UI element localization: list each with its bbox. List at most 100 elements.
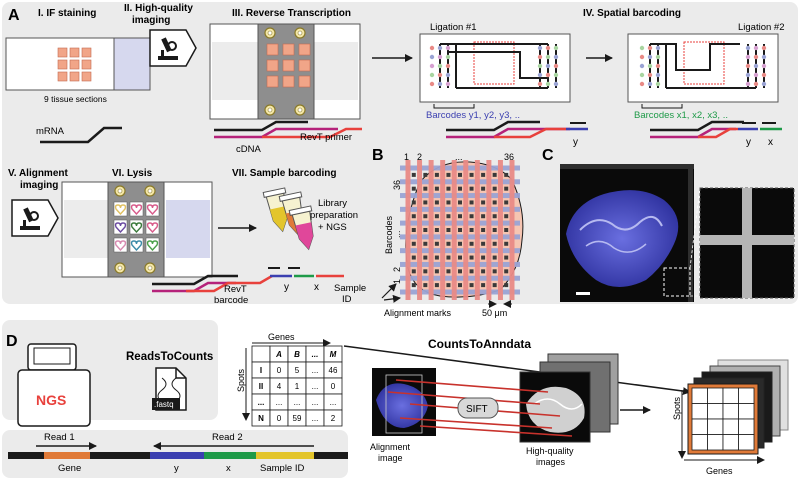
spot (446, 241, 451, 246)
panel-b: B 1 2 ... 36 36 ... 2 1 Barcodes Alignme… (372, 147, 524, 318)
y-label-iv2: y (746, 137, 751, 148)
library-line1: Library (318, 198, 347, 209)
spot (458, 241, 462, 246)
barcode-well (437, 72, 443, 78)
table-cell-text: II (259, 382, 263, 391)
tissue-sections-rt (266, 43, 311, 88)
barcode-well (437, 45, 443, 51)
x-label-iv2: x (768, 137, 773, 148)
spot (492, 228, 497, 232)
horizontal-channel (400, 234, 520, 240)
mrna-label: mRNA (36, 126, 65, 137)
spot (492, 255, 497, 260)
channel-edge-top (560, 164, 694, 169)
scale-label: 50 μm (482, 308, 507, 318)
barcode-well (745, 54, 751, 60)
out-genes-label: Genes (706, 466, 733, 476)
rt-chamber (209, 23, 361, 120)
anndata-cell (738, 434, 755, 451)
barcode-grid (400, 160, 520, 300)
alignment-image-line1: Alignment (370, 442, 411, 452)
tissue-section (266, 75, 279, 88)
screw-hole (267, 30, 273, 36)
spot (469, 214, 474, 219)
barcode-well (429, 72, 435, 78)
screw-hole (267, 107, 273, 113)
step5-title-line1: V. Alignment (8, 168, 68, 179)
barcode-well (545, 45, 551, 51)
spot (423, 214, 428, 219)
spot (481, 172, 486, 177)
sift-badge (457, 397, 499, 419)
tissue-section (69, 71, 80, 82)
vertical-channel (451, 160, 457, 300)
spot (423, 283, 428, 288)
spot (481, 214, 486, 219)
strand-vii-magenta (152, 281, 236, 293)
barcode-well (553, 72, 559, 78)
barcode-well (537, 72, 543, 78)
barcode-well (445, 63, 451, 69)
anndata-cell (691, 403, 708, 420)
tissue-section (282, 75, 295, 88)
vertical-channel (405, 160, 411, 300)
barcode-well (445, 54, 451, 60)
step2-title-line2: imaging (132, 15, 170, 26)
spot (504, 186, 509, 191)
table-cell-text: ... (258, 398, 265, 407)
strand-iv1-black (446, 120, 540, 132)
tissue-heart-icon (130, 240, 143, 252)
cerebellum-fold-1 (579, 215, 663, 231)
spot (423, 269, 428, 274)
spot (446, 255, 451, 260)
left-label-1: 1 (392, 279, 402, 284)
barcode-well (445, 81, 451, 87)
spot (411, 172, 416, 177)
spot (423, 172, 428, 177)
clamp-screws-lysis (114, 185, 156, 274)
spot (411, 214, 416, 219)
barcode-well (437, 81, 443, 87)
spot (481, 269, 486, 274)
microscope-icon (149, 29, 197, 67)
barcode-well (745, 63, 751, 69)
left-label-dots: ... (392, 230, 402, 238)
top-label-36: 36 (504, 152, 514, 162)
tissue-section (282, 59, 295, 72)
microscope-icon-2 (11, 199, 59, 237)
spot (492, 283, 497, 288)
screw-hole (297, 107, 303, 113)
barcode-well (429, 63, 435, 69)
spot (411, 228, 416, 232)
cerebellum-fold-2 (585, 240, 647, 253)
horizontal-channel (400, 193, 520, 199)
seg-x-label: x (226, 463, 231, 474)
anndata-cell (722, 434, 739, 451)
spot (458, 283, 462, 288)
spot (434, 200, 439, 205)
lysis-chamber (61, 181, 213, 278)
spot (434, 283, 439, 288)
tissue-sections (57, 47, 92, 82)
horizontal-channel (400, 206, 520, 212)
screw-hole (297, 30, 303, 36)
spot (469, 200, 474, 205)
barcode-well (553, 54, 559, 60)
zoom-line-top (689, 187, 701, 269)
barcode-well (753, 63, 759, 69)
table-cell-text: 59 (293, 414, 302, 423)
top-label-1: 1 (404, 152, 409, 162)
anndata-cell (722, 387, 739, 404)
barcode-well (761, 81, 767, 87)
barcode-well (647, 45, 653, 51)
left-label-2: 2 (392, 267, 402, 272)
spot (411, 200, 416, 205)
spots-label: Spots (236, 368, 246, 392)
alignment-mark-arrow-2 (383, 294, 401, 303)
tissue-heart-icon (146, 240, 159, 252)
tissue-section (298, 75, 311, 88)
spot (469, 255, 474, 260)
spot (504, 228, 509, 232)
vertical-channel (497, 160, 503, 300)
y-label-vii: y (284, 282, 289, 293)
